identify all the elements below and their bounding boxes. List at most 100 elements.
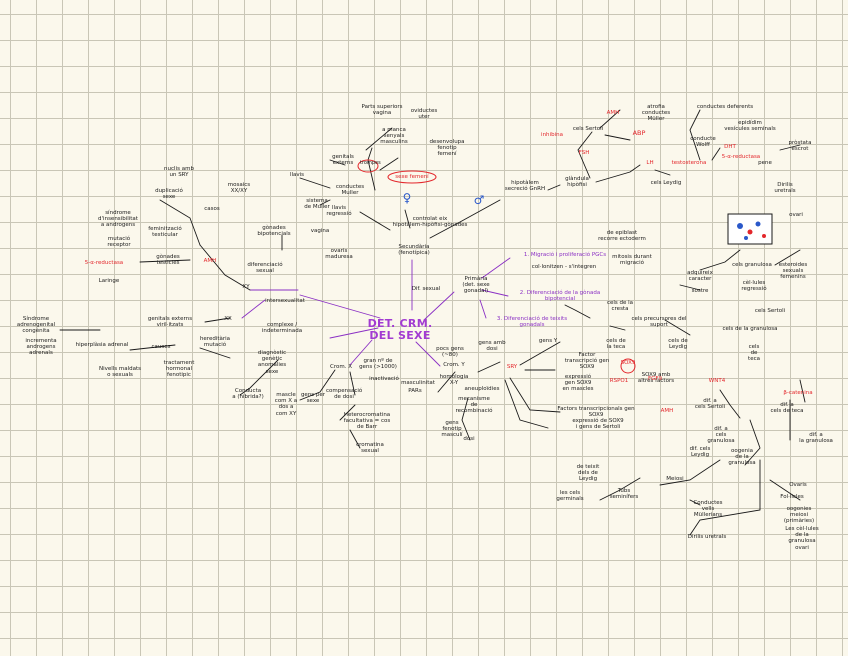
node-dif-sexual: Dif. sexual — [411, 286, 441, 292]
arrow-to-diferenciacio — [481, 289, 509, 297]
node-a-manca: a manca senyals masculins — [380, 127, 408, 146]
line-sry-desactiva — [504, 379, 549, 429]
node-gen-y2: gens fenotip masculí — [441, 420, 463, 439]
line-cromx-dosi — [339, 404, 356, 421]
line-xy-gonades — [199, 244, 251, 291]
node-beta-cat: β-catenina — [783, 390, 813, 396]
node-sertoli2: cels Sertoli — [754, 308, 786, 314]
node-secundaria: Secundària (fenotípica) — [398, 244, 430, 257]
node-aneuploidies: aneuploïdies — [464, 386, 500, 392]
node-dif-cels: dif. cels Leydig — [689, 446, 711, 459]
arrow-to-complexe — [329, 327, 379, 339]
line-precursores — [609, 325, 626, 331]
node-lles-reg: llavis regressió — [326, 205, 352, 218]
red-circle-a — [357, 159, 379, 173]
line-prec-teca — [664, 319, 691, 336]
node-diferenciacio-g: 2. Diferenciació de la gònada bipotencia… — [519, 290, 601, 303]
node-vaina: Dirilis uretrals — [687, 534, 727, 540]
node-granulosa: cels granulosa — [732, 262, 772, 268]
node-folicles: Fol·licles — [780, 494, 804, 500]
arrow-to-crom-y — [415, 341, 441, 367]
node-gens-trans: Factors transcripcionals gen SOX9 — [557, 406, 635, 419]
node-conducte-mul: conductes Muller — [335, 184, 365, 197]
node-meiosi: Meiosi — [666, 476, 684, 482]
line-oval-desenv — [379, 157, 399, 171]
line-meiosi — [659, 459, 721, 486]
node-diagnostic: diagnòstic genètic anomalies sexe — [257, 350, 287, 375]
node-sry: SRY — [506, 364, 518, 370]
node-cels-cresta: cels de la cresta — [606, 300, 634, 313]
node-colonitzen: col·lonitzen - s'integren — [531, 264, 597, 270]
node-abp: ABP — [632, 129, 646, 137]
node-hipotalem: hipotàlem secreció GnRH — [504, 180, 546, 193]
line-lh-testo — [654, 169, 671, 176]
node-mosaics: mosaics XX/XY — [227, 182, 251, 195]
line-eix-genitals — [359, 211, 391, 231]
line-dht-pene — [779, 144, 801, 151]
node-fsh: FSH — [578, 150, 590, 156]
line-pluripot — [774, 249, 801, 266]
node-causes: causes — [151, 344, 171, 350]
node-hipofisi: glàndula hipòfisi — [565, 176, 589, 189]
node-dif-gran: dif. a cels granulosa — [707, 426, 735, 445]
node-gens-dosi: gens amb dosi — [478, 340, 506, 353]
node-amh-c: AMH — [660, 408, 674, 414]
line-sry-factors — [509, 377, 561, 413]
node-rspo1: RSPO1 — [609, 378, 629, 384]
line-cromx-pars — [349, 371, 356, 396]
line-hereditaria — [199, 347, 231, 359]
node-cels-theca: cels de teca — [748, 344, 760, 363]
node-cels-sertoli: cels Sertoli — [572, 126, 604, 132]
line-cromy-sry — [477, 361, 501, 373]
line-cromx-heter — [349, 429, 361, 449]
node-gran-n: gran nº de gens (>1000) — [359, 358, 397, 371]
node-trompes: trompes — [360, 160, 381, 166]
node-xx: XX — [224, 316, 232, 322]
node-hereditaria: hereditària mutació — [199, 336, 231, 349]
arrow-to-xx — [241, 299, 266, 319]
node-expres: expressió gen SOX9 en mascles — [562, 374, 594, 393]
line-cromy-pocs — [437, 371, 456, 393]
cell-dot-2 — [747, 229, 753, 235]
node-factor-t: Factor transcripció gen SOX9 — [564, 352, 610, 371]
line-les-cels — [689, 499, 701, 506]
node-dup-sexe: duplicació sexe — [155, 188, 183, 201]
node-crom-x: Crom. X — [330, 364, 352, 370]
node-crom-y: Crom. Y — [443, 362, 465, 368]
node-les-cels: Les cèl·lules de la granulosa ovari — [785, 526, 819, 551]
node-factors-sry: expressió de SOX9 i gens de Sertoli — [572, 418, 624, 431]
node-5alfa: 5-α-reductasa — [84, 260, 124, 266]
arrow-to-dif-sexual — [423, 291, 455, 321]
node-xy: XY — [242, 284, 250, 290]
node-cromat: cromatina sexual — [356, 442, 384, 455]
node-genitals-ext: genitals externs — [332, 154, 354, 167]
line-genitals-parts — [319, 199, 331, 206]
node-sox-a: SOX9 amb altres factors — [637, 372, 675, 385]
node-cels-esp: cels de la teca — [606, 338, 626, 351]
line-genitals-llavis — [299, 177, 331, 189]
line-eix-hipotalem — [429, 199, 501, 239]
node-tubs-sem: Tubs seminífers — [609, 488, 639, 501]
node-complexe: complexe / indeterminada — [261, 322, 303, 335]
node-dif-teca: dif. a cels de teca — [770, 402, 804, 415]
line-sertoli-abp — [604, 134, 631, 141]
node-sindrome-ad: Síndrome adrenogenital congènita — [16, 316, 56, 335]
node-oogenia: oogenia de la granulosa — [728, 448, 756, 467]
arrow-to-crom-x — [349, 339, 373, 366]
node-inactiv: inactivació — [369, 376, 399, 382]
node-dht: DHT — [724, 144, 736, 150]
node-migracio: 1. Migració i proliferació PGCs — [523, 252, 607, 258]
node-amh-a: AMH — [203, 258, 217, 264]
node-mecanisme: mecanisme de recombinació — [455, 396, 493, 415]
node-ovaris: ovaris maduresa — [325, 248, 353, 261]
node-uretra: Dirilis uretrals — [774, 182, 796, 195]
node-intersexualitat: intersexualitat — [265, 298, 305, 304]
node-oogonies: oogonies meiosi (primàries) — [783, 506, 815, 525]
node-pars: PARs — [408, 388, 422, 394]
node-compensa: compensació de dosi — [326, 388, 363, 401]
line-tubs — [599, 477, 641, 501]
node-de-epiblast: de epiblast recorre ectoderm — [598, 230, 646, 243]
node-cels-leyd2: cels de Leydig — [668, 338, 688, 351]
cell-dot-4 — [762, 234, 766, 238]
